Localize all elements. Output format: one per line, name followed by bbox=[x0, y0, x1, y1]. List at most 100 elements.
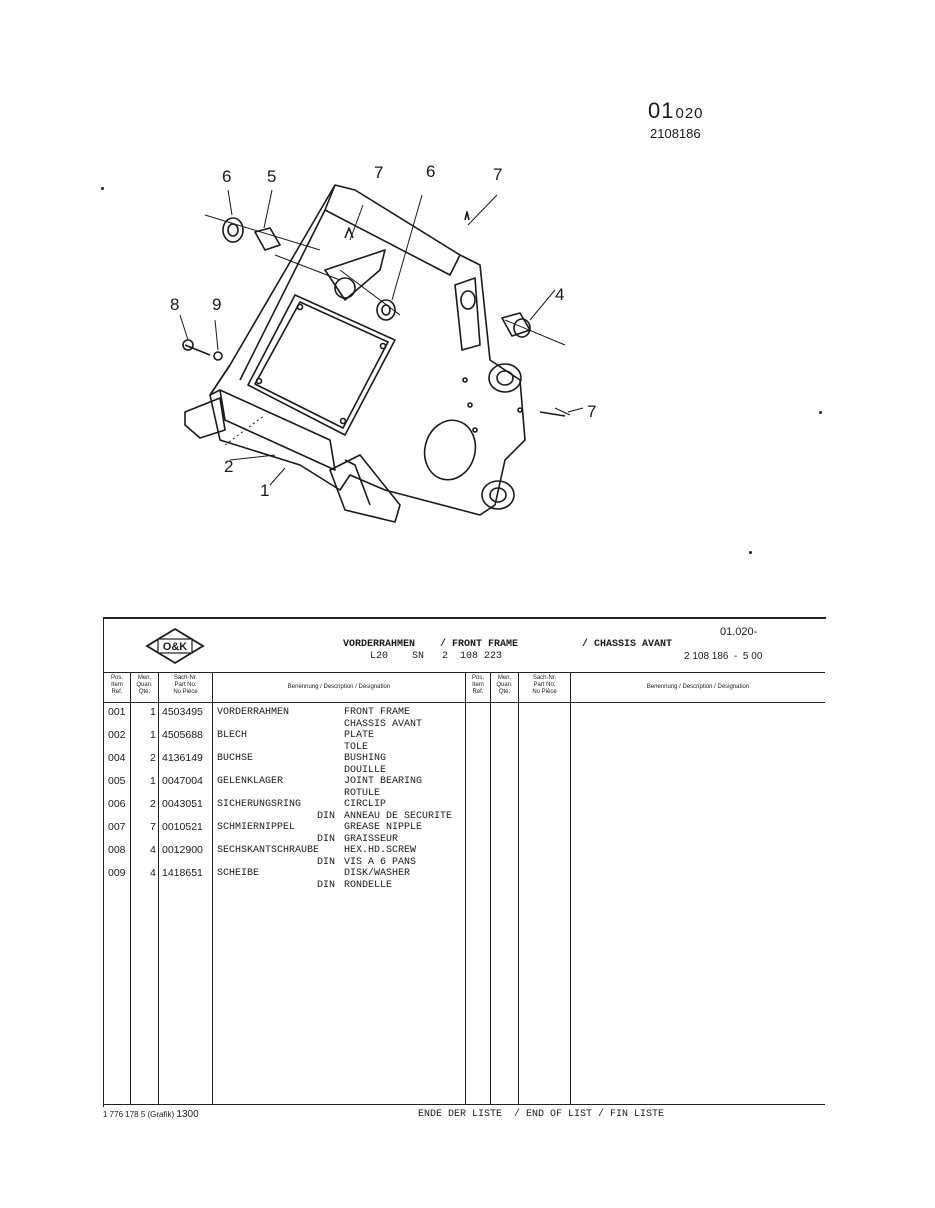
frame-outline bbox=[209, 184, 526, 516]
row-desc-french: VIS A 6 PANS bbox=[344, 856, 417, 868]
right-foot bbox=[329, 454, 401, 523]
washer bbox=[213, 351, 223, 361]
row-desc-french: CHASSIS AVANT bbox=[344, 718, 423, 730]
row-qty: 2 bbox=[150, 752, 156, 764]
row-pos: 004 bbox=[108, 752, 126, 764]
section-number: 01020 bbox=[648, 98, 704, 124]
callout-6-center: 6 bbox=[426, 162, 435, 181]
list-number: 01.020- bbox=[720, 626, 758, 638]
col-header-qty2: Men.Quan.Qté. bbox=[496, 675, 513, 695]
row-qty: 4 bbox=[150, 867, 156, 879]
column-header-divider bbox=[103, 702, 825, 703]
model-line: L20 SN 2 108 223 bbox=[370, 651, 503, 662]
left-foot bbox=[184, 397, 226, 439]
large-opening bbox=[423, 419, 477, 481]
row-part-number: 0010521 bbox=[162, 821, 203, 833]
row-din-label: DIN bbox=[317, 833, 336, 845]
upper-bearing-boss bbox=[488, 363, 522, 393]
col-line-part2 bbox=[570, 673, 571, 1104]
title-english: / FRONT FRAME bbox=[440, 639, 519, 650]
drawing-number: 2 108 186 - 5 00 bbox=[684, 651, 763, 662]
col-line-desc bbox=[465, 673, 466, 1104]
logo-text: O&K bbox=[163, 641, 188, 653]
row-desc-french: ROTULE bbox=[344, 787, 381, 799]
header-divider bbox=[103, 672, 825, 673]
row-qty: 2 bbox=[150, 798, 156, 810]
col-header-desc2: Benennung / Description / Désignation bbox=[646, 684, 750, 690]
base-rail bbox=[219, 389, 336, 471]
callout-7-top: 7 bbox=[374, 163, 383, 182]
footer-form-code: 1 776 178 5 (Grafik) 1300 bbox=[103, 1109, 199, 1120]
row-desc-german: BUCHSE bbox=[217, 753, 254, 764]
grease-nipple-right bbox=[464, 211, 470, 221]
col-line-part bbox=[212, 673, 213, 1104]
row-desc-english: PLATE bbox=[344, 730, 375, 741]
row-pos: 009 bbox=[108, 867, 126, 879]
col-header-desc: Benennung / Description / Désignation bbox=[287, 684, 391, 690]
row-part-number: 4136149 bbox=[162, 752, 203, 764]
row-desc-french: DOUILLE bbox=[344, 764, 387, 776]
row-desc-french: ANNEAU DE SECURITE bbox=[344, 810, 453, 822]
row-part-number: 4503495 bbox=[162, 706, 203, 718]
row-qty: 1 bbox=[150, 729, 156, 741]
col-line-pos bbox=[130, 673, 131, 1104]
row-desc-french: RONDELLE bbox=[344, 879, 393, 891]
row-part-number: 0047004 bbox=[162, 775, 203, 787]
row-desc-english: HEX.HD.SCREW bbox=[344, 845, 417, 856]
callout-7-side: 7 bbox=[587, 402, 596, 421]
row-pos: 001 bbox=[108, 706, 126, 718]
row-desc-english: BUSHING bbox=[344, 753, 387, 764]
col-header-part2: Sach-Nr.Part No.No Pièce bbox=[532, 675, 557, 695]
row-desc-english: CIRCLIP bbox=[344, 799, 387, 810]
row-part-number: 0012900 bbox=[162, 844, 203, 856]
row-desc-german: SECHSKANTSCHRAUBE bbox=[217, 845, 320, 856]
row-desc-english: DISK/WASHER bbox=[344, 868, 411, 879]
table-bottom-line bbox=[103, 1104, 825, 1105]
row-pos: 005 bbox=[108, 775, 126, 787]
form-number: 1300 bbox=[176, 1109, 199, 1120]
callout-4: 4 bbox=[555, 285, 564, 304]
title-french: / CHASSIS AVANT bbox=[582, 639, 673, 650]
row-desc-german: SICHERUNGSRING bbox=[217, 799, 302, 810]
callout-6-left: 6 bbox=[222, 167, 231, 186]
hex-bolt bbox=[184, 344, 211, 356]
col-header-qty: Men.Quan.Qté. bbox=[136, 675, 153, 695]
row-desc-german: BLECH bbox=[217, 730, 248, 741]
bracket-lug bbox=[324, 249, 386, 301]
exploded-view-drawing: 6 5 7 6 7 8 9 4 7 2 1 bbox=[170, 162, 596, 523]
row-din-label: DIN bbox=[317, 879, 336, 891]
row-part-number: 0043051 bbox=[162, 798, 203, 810]
row-desc-german: GELENKLAGER bbox=[217, 776, 284, 787]
row-part-number: 4505688 bbox=[162, 729, 203, 741]
row-desc-french: TOLE bbox=[344, 741, 369, 753]
row-part-number: 1418651 bbox=[162, 867, 203, 879]
callout-1: 1 bbox=[260, 481, 269, 500]
grease-nipple-side bbox=[539, 411, 566, 417]
section-number-main: 01 bbox=[648, 98, 675, 123]
row-desc-german: SCHEIBE bbox=[217, 868, 260, 879]
row-qty: 1 bbox=[150, 706, 156, 718]
row-qty: 7 bbox=[150, 821, 156, 833]
row-desc-german: VORDERRAHMEN bbox=[217, 707, 290, 718]
drawing-code: 2108186 bbox=[650, 126, 701, 141]
callout-2: 2 bbox=[224, 457, 233, 476]
right-lug bbox=[454, 277, 481, 351]
row-pos: 007 bbox=[108, 821, 126, 833]
callout-8: 8 bbox=[170, 295, 179, 314]
frame-left-edge bbox=[239, 209, 326, 381]
lower-bearing-boss bbox=[481, 480, 515, 510]
col-line-qty2 bbox=[518, 673, 519, 1104]
col-header-part: Sach-Nr.Part No.No Pièce bbox=[173, 675, 198, 695]
row-din-label: DIN bbox=[317, 810, 336, 822]
row-qty: 1 bbox=[150, 775, 156, 787]
callout-9: 9 bbox=[212, 295, 221, 314]
circlip-part-center bbox=[376, 299, 396, 321]
parts-list-frame bbox=[103, 617, 826, 1107]
row-pos: 002 bbox=[108, 729, 126, 741]
end-of-list: ENDE DER LISTE / END OF LIST / FIN LISTE bbox=[418, 1109, 665, 1120]
row-din-label: DIN bbox=[317, 856, 336, 868]
callout-5: 5 bbox=[267, 167, 276, 186]
plate-outline bbox=[247, 294, 396, 436]
row-desc-english: JOINT BEARING bbox=[344, 776, 423, 787]
